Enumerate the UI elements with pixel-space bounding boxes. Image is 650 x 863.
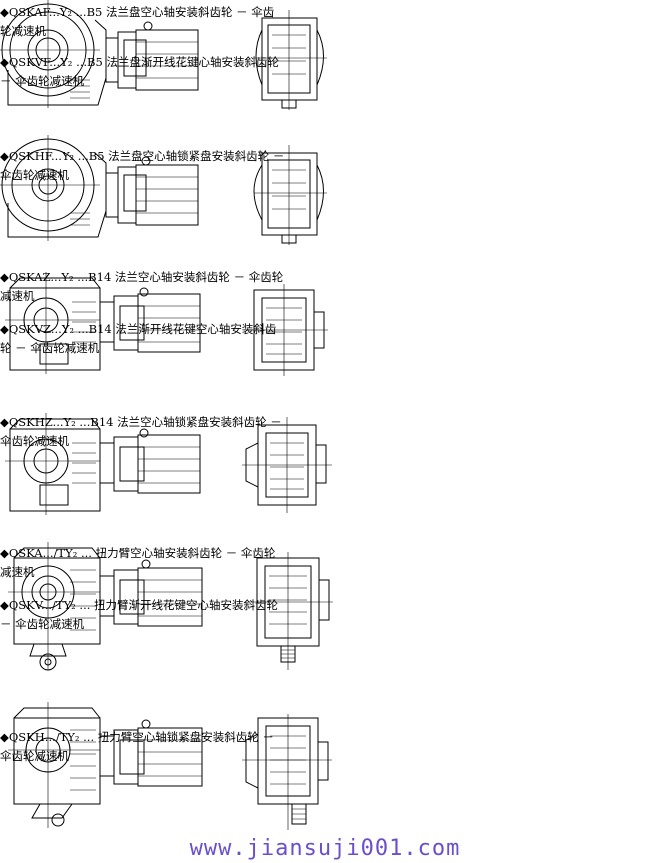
description-block: ◆QSKH.../TY₂ ... 扭力臂空心轴锁紧盘安装斜齿轮 － 伞齿轮减速机	[0, 728, 285, 766]
product-row-2: ◆QSKHF...Y₂ ...B5 法兰盘空心轴锁紧盘安装斜齿轮 － 伞齿轮减速…	[0, 135, 650, 255]
description-block: ◆QSKHF...Y₂ ...B5 法兰盘空心轴锁紧盘安装斜齿轮 － 伞齿轮减速…	[0, 147, 285, 185]
bullet-diamond-icon: ◆	[0, 270, 9, 284]
description-line: ◆QSKVF...Y₂ ...B5 法兰盘渐开线花键心轴安装斜齿轮 － 伞齿轮减…	[0, 55, 279, 88]
reducer-side-view-drawing	[8, 702, 203, 828]
description-line: ◆QSKA.../TY₂ ... 扭力臂空心轴安装斜齿轮 － 伞齿轮减速机	[0, 546, 276, 579]
product-row-5: ◆QSKA.../TY₂ ... 扭力臂空心轴安装斜齿轮 － 伞齿轮减速机 ◆Q…	[0, 540, 650, 680]
reducer-side-view-drawing	[5, 272, 201, 374]
bullet-diamond-icon: ◆	[0, 598, 9, 612]
bullet-diamond-icon: ◆	[0, 546, 9, 560]
bullet-diamond-icon: ◆	[0, 55, 9, 69]
description-line: ◆QSKHZ...Y₂ ...B14 法兰空心轴锁紧盘安装斜齿轮 － 伞齿轮减速…	[0, 415, 282, 448]
bullet-diamond-icon: ◆	[0, 5, 9, 19]
product-row-1: ◆QSKAF...Y₂ ...B5 法兰盘空心轴安装斜齿轮 － 伞齿轮减速机 ◆…	[0, 0, 650, 140]
reducer-side-view-drawing	[8, 542, 203, 671]
bullet-diamond-icon: ◆	[0, 149, 9, 163]
description-line: ◆QSKAZ...Y₂ ...B14 法兰空心轴安装斜齿轮 － 伞齿轮减速机	[0, 270, 284, 303]
product-row-6: ◆QSKH.../TY₂ ... 扭力臂空心轴锁紧盘安装斜齿轮 － 伞齿轮减速机	[0, 702, 650, 832]
description-line: ◆QSKH.../TY₂ ... 扭力臂空心轴锁紧盘安装斜齿轮 － 伞齿轮减速机	[0, 730, 274, 763]
bullet-diamond-icon: ◆	[0, 415, 9, 429]
description-block: ◆QSKAZ...Y₂ ...B14 法兰空心轴安装斜齿轮 － 伞齿轮减速机 ◆…	[0, 268, 285, 358]
watermark-url: www.jiansuji001.com	[189, 836, 461, 861]
reducer-front-view-drawing	[254, 10, 327, 110]
reducer-front-view-drawing	[253, 145, 327, 245]
reducer-side-view-drawing	[0, 0, 199, 108]
reducer-front-view-drawing	[242, 714, 332, 830]
description-block: ◆QSKA.../TY₂ ... 扭力臂空心轴安装斜齿轮 － 伞齿轮减速机 ◆Q…	[0, 544, 285, 634]
reducer-front-view-drawing	[242, 417, 332, 513]
description-line: ◆QSKHF...Y₂ ...B5 法兰盘空心轴锁紧盘安装斜齿轮 － 伞齿轮减速…	[0, 149, 285, 182]
product-row-3: ◆QSKAZ...Y₂ ...B14 法兰空心轴安装斜齿轮 － 伞齿轮减速机 ◆…	[0, 262, 650, 392]
product-row-4: ◆QSKHZ...Y₂ ...B14 法兰空心轴锁紧盘安装斜齿轮 － 伞齿轮减速…	[0, 405, 650, 525]
description-line: ◆QSKAF...Y₂ ...B5 法兰盘空心轴安装斜齿轮 － 伞齿轮减速机	[0, 5, 275, 38]
description-line: ◆QSKV.../TY₂ ... 扭力臂渐开线花键空心轴安装斜齿轮 － 伞齿轮减…	[0, 598, 279, 631]
reducer-front-view-drawing	[246, 284, 328, 376]
description-block: ◆QSKAF...Y₂ ...B5 法兰盘空心轴安装斜齿轮 － 伞齿轮减速机 ◆…	[0, 3, 285, 91]
description-line: ◆QSKVZ...Y₂ ...B14 法兰渐开线花键空心轴安装斜齿轮 － 伞齿轮…	[0, 322, 277, 355]
description-block: ◆QSKHZ...Y₂ ...B14 法兰空心轴锁紧盘安装斜齿轮 － 伞齿轮减速…	[0, 413, 285, 451]
reducer-side-view-drawing	[0, 135, 199, 241]
reducer-front-view-drawing	[249, 552, 333, 670]
bullet-diamond-icon: ◆	[0, 730, 9, 744]
bullet-diamond-icon: ◆	[0, 322, 9, 336]
reducer-side-view-drawing	[5, 413, 201, 515]
